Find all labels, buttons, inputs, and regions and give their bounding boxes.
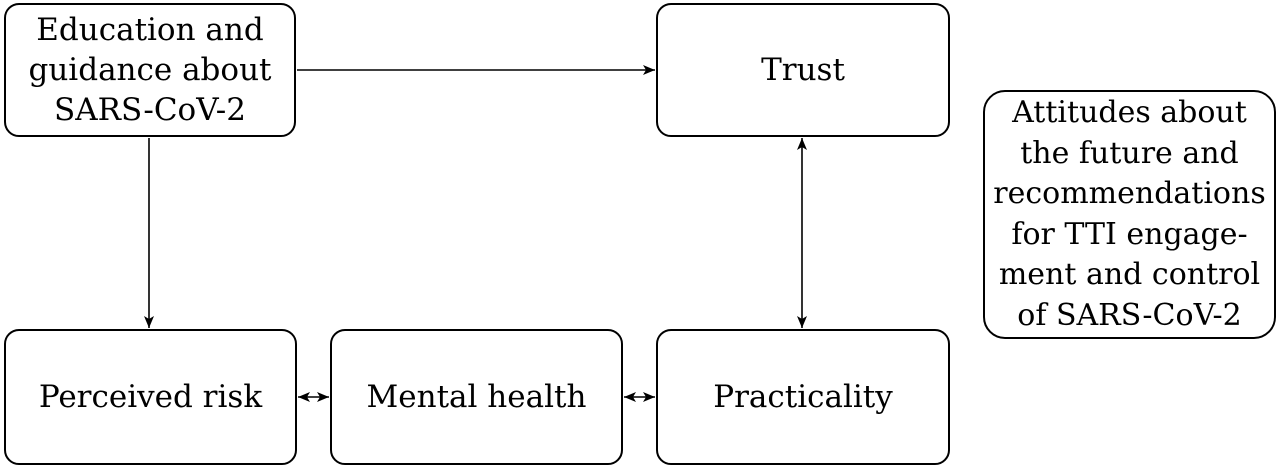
node-attitudes-label: Attitudes about the future and recommend… [993, 95, 1266, 333]
node-attitudes: Attitudes about the future and recommend… [983, 90, 1276, 339]
node-practicality-label: Practicality [713, 379, 893, 415]
node-mental-health-label: Mental health [366, 379, 587, 415]
node-trust-label: Trust [761, 52, 845, 88]
node-mental-health: Mental health [330, 329, 623, 465]
node-practicality: Practicality [656, 329, 950, 465]
node-trust: Trust [656, 3, 950, 137]
node-perceived-risk-label: Perceived risk [38, 379, 263, 415]
node-education-label: Education and guidance about SARS-CoV-2 [28, 12, 272, 128]
node-perceived-risk: Perceived risk [4, 329, 297, 465]
node-education-guidance: Education and guidance about SARS-CoV-2 [4, 3, 296, 137]
